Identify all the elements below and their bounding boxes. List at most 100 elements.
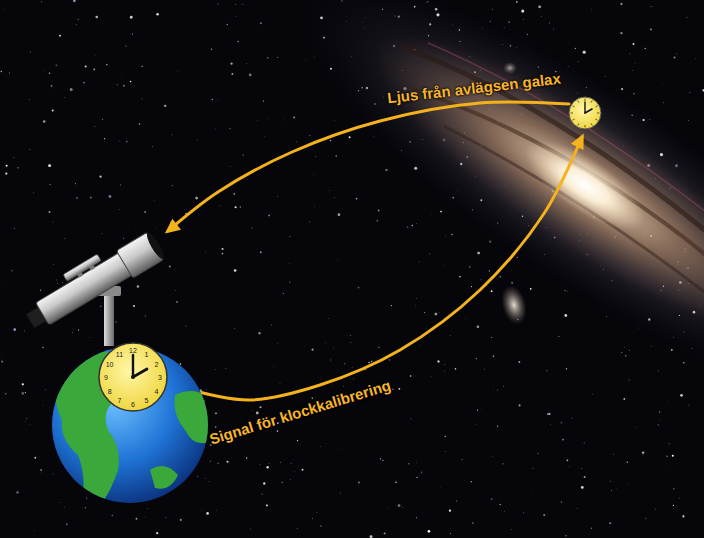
dust-lane [444,116,704,299]
star [682,515,684,517]
galaxy-clock [569,97,601,129]
star [249,74,252,77]
star [49,184,50,185]
star [439,486,441,488]
clock-numeral: 3 [158,374,162,381]
star [296,141,298,143]
star [250,528,252,530]
star [23,330,25,332]
clock-numeral: 4 [154,387,158,394]
star [289,263,291,265]
star [22,383,24,385]
star [34,529,36,531]
star [395,482,396,483]
star [382,460,383,461]
star [434,313,437,316]
clock-tick [591,100,592,102]
star [132,33,133,34]
star [604,76,606,78]
star [459,276,461,278]
star [377,220,378,221]
star [146,508,148,510]
star [491,498,492,499]
star [633,93,634,94]
star [666,463,668,465]
star [378,347,379,348]
star [251,227,253,229]
star [410,418,412,420]
star [439,312,441,314]
star [464,318,466,320]
star [196,139,198,141]
star [583,51,586,54]
star [116,321,117,322]
star [581,468,583,470]
star [242,4,243,5]
star [240,206,241,207]
star [215,426,216,427]
star [492,8,494,10]
star [64,506,66,508]
star [43,69,45,71]
star [56,279,58,281]
star [21,392,24,395]
star [289,282,290,283]
star [235,206,237,208]
star [231,63,233,65]
star [212,99,213,100]
star [471,286,472,287]
star [263,101,264,102]
clock-tick [591,123,592,125]
star [576,507,578,509]
star [518,361,520,363]
star [408,463,409,464]
star [389,359,390,360]
signal-arc [168,102,569,231]
star [508,21,510,23]
star [333,347,335,349]
star [591,9,593,11]
star [123,85,125,87]
star [421,471,423,473]
star [315,156,317,158]
star [483,368,485,370]
star [76,197,78,199]
star [330,140,331,141]
star [444,265,446,267]
star [521,10,524,13]
star [358,481,360,483]
star [336,155,337,156]
star [217,100,219,102]
star [266,505,268,507]
star [311,349,313,351]
star [271,324,273,326]
clock-tick [585,99,586,102]
star [40,290,41,291]
star [142,66,143,67]
satellite-galaxy [497,283,531,328]
star [688,120,690,122]
satellite-galaxy [503,62,517,74]
star [171,134,173,136]
star [412,225,413,226]
star [330,384,332,386]
star [71,331,73,333]
star [13,157,15,159]
star [476,358,477,359]
star [455,368,457,370]
star [78,19,79,20]
star [43,120,46,123]
star [449,533,451,535]
star [444,363,446,365]
star [584,442,585,443]
star [309,135,310,136]
star [57,283,59,285]
star [164,105,166,107]
arrow-label: Ljus från avlägsen galax [387,71,562,106]
star [154,200,156,202]
star [633,43,635,45]
star [313,205,315,207]
star [516,1,518,3]
star [628,379,630,381]
star [537,452,539,454]
